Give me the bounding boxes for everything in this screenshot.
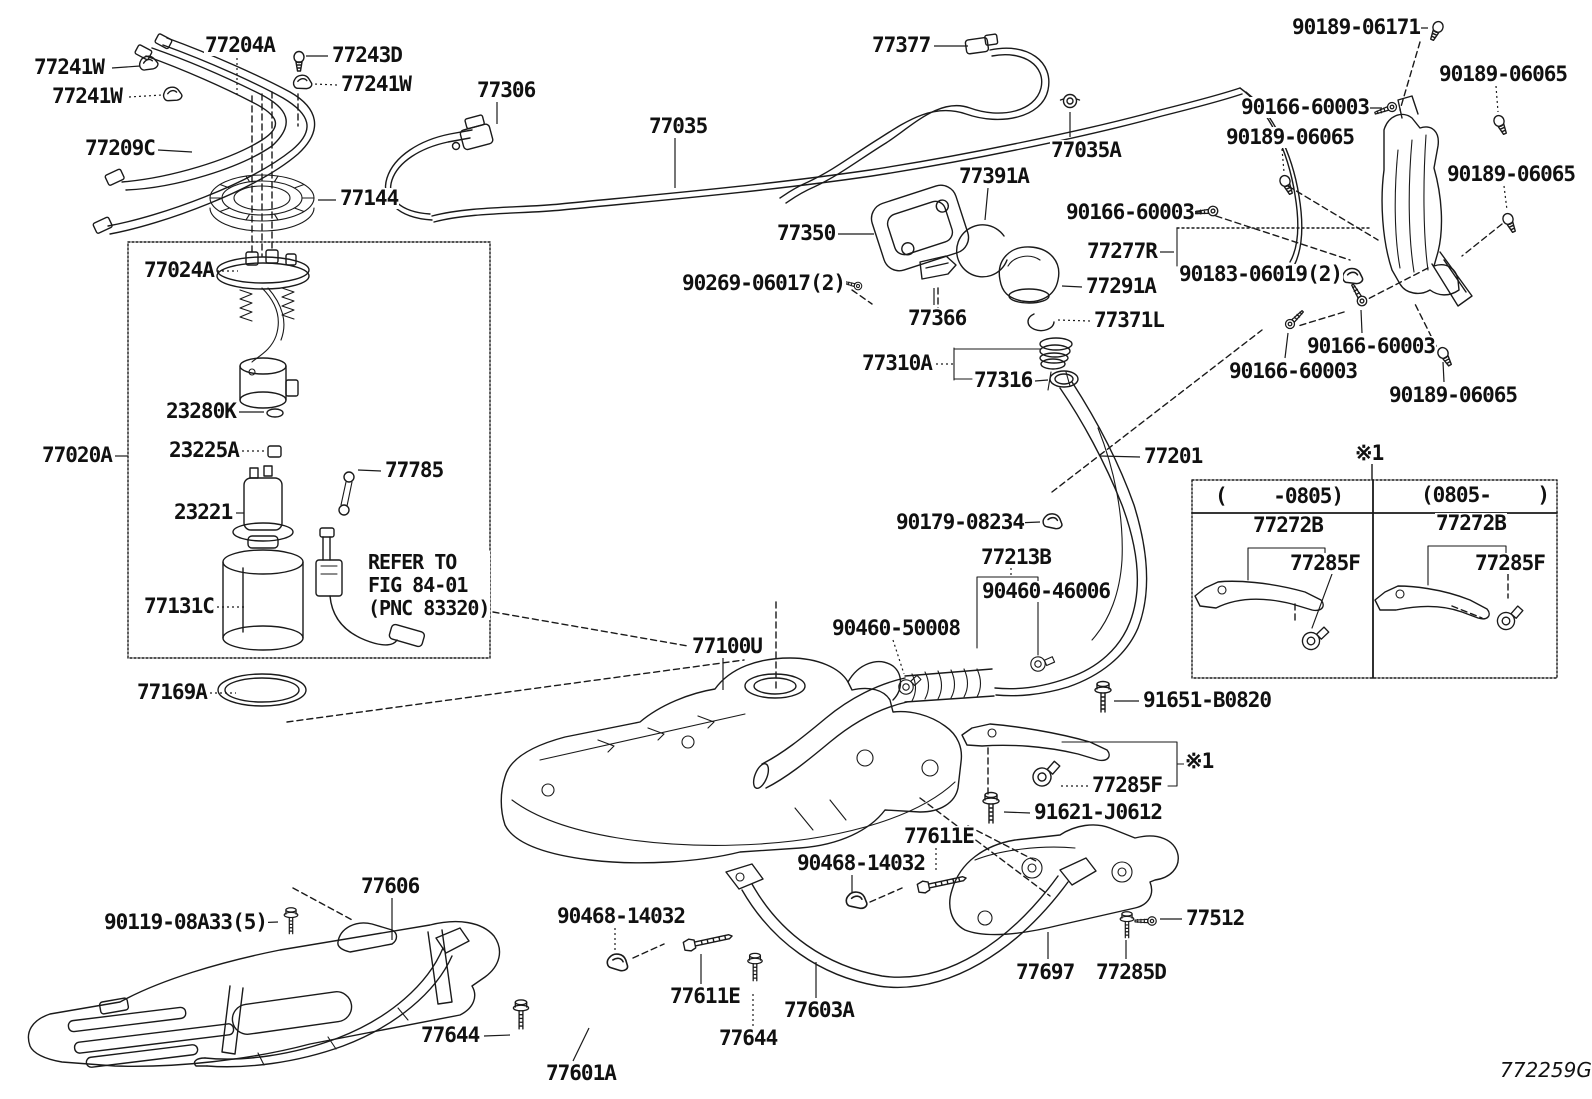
part-label: 91651-B0820 — [1142, 688, 1272, 712]
part-label: 23221 — [173, 500, 233, 524]
filler-parts-artwork — [870, 184, 1079, 388]
part-label: 90166-60003 — [1306, 334, 1436, 358]
construction-dashes — [251, 41, 1509, 959]
main-tube-artwork — [384, 33, 1303, 267]
part-label: 91621-J0612 — [1033, 800, 1163, 824]
part-label: 77285F — [1091, 773, 1163, 797]
part-label: 77697 — [1015, 960, 1075, 984]
part-label: 90183-06019(2) — [1178, 262, 1343, 286]
part-label: 77243D — [331, 43, 403, 67]
pump-module-artwork — [127, 241, 491, 707]
part-label: 90189-06171 — [1291, 15, 1421, 39]
table-header-left: ( -0805) — [1214, 484, 1344, 508]
part-label: 77316 — [973, 368, 1033, 392]
part-label: 90189-06065 — [1388, 383, 1518, 407]
part-label: 90460-50008 — [831, 616, 961, 640]
part-label: 77035 — [648, 114, 708, 138]
part-label: 90166-60003 — [1228, 359, 1358, 383]
part-label: 77601A — [545, 1061, 617, 1085]
fuel-tube-artwork — [92, 33, 316, 235]
straps-artwork — [193, 824, 1179, 1068]
variant-table — [1191, 463, 1558, 679]
part-label: 90179-08234 — [895, 510, 1025, 534]
table-part-label: 77285F — [1289, 551, 1361, 575]
part-label: 90468-14032 — [796, 851, 926, 875]
table-header-right: (0805- ) — [1420, 483, 1550, 507]
part-label: 77611E — [903, 824, 975, 848]
part-label: 90269-06017(2) — [681, 271, 846, 295]
part-label: 77209C — [84, 136, 156, 160]
shield-artwork — [1381, 95, 1473, 307]
table-part-label: 77272B — [1252, 513, 1324, 537]
filler-pipe-artwork — [752, 371, 1148, 789]
part-label: 77350 — [776, 221, 836, 245]
part-label: 77371L — [1093, 308, 1165, 332]
part-label: 90189-06065 — [1446, 162, 1576, 186]
part-label: 90189-06065 — [1225, 125, 1355, 149]
part-label: 77020A — [41, 443, 113, 467]
part-label: 77512 — [1185, 906, 1245, 930]
part-label: 77035A — [1050, 138, 1122, 162]
part-label: 90166-60003 — [1240, 95, 1370, 119]
part-label: 77603A — [783, 998, 855, 1022]
connector-lines — [953, 227, 1185, 787]
part-label: 77377 — [871, 33, 931, 57]
part-label: 77100U — [691, 634, 763, 658]
part-label: 77611E — [669, 984, 741, 1008]
table-part-label: 77272B — [1435, 511, 1507, 535]
part-label: 77169A — [136, 680, 208, 704]
part-label: 77285D — [1095, 960, 1167, 984]
part-label: 77241W — [51, 84, 123, 108]
part-label: 23225A — [168, 438, 240, 462]
part-label: 77241W — [340, 72, 412, 96]
part-label: 77131C — [143, 594, 215, 618]
inline-marker: ※1 — [1184, 749, 1214, 773]
part-label: 77277R — [1086, 239, 1158, 263]
figure-code: 772259G — [1499, 1058, 1592, 1082]
part-label: 77204A — [204, 33, 276, 57]
part-label: 90468-14032 — [556, 904, 686, 928]
part-label: 90166-60003 — [1065, 200, 1195, 224]
part-label: 77644 — [718, 1026, 778, 1050]
part-label: 77366 — [907, 306, 967, 330]
table-part-label: 77285F — [1474, 551, 1546, 575]
part-label: 90460-46006 — [981, 579, 1111, 603]
tank-artwork — [500, 657, 1110, 864]
part-label: 77606 — [360, 874, 420, 898]
part-label: 77306 — [476, 78, 536, 102]
part-label: 77291A — [1085, 274, 1157, 298]
part-label: 77144 — [339, 186, 399, 210]
refer-note: REFER TO FIG 84-01 (PNC 83320) — [367, 550, 490, 620]
part-label: 23280K — [165, 399, 237, 423]
part-label: 90119-08A33(5) — [103, 910, 268, 934]
part-label: 77024A — [143, 258, 215, 282]
part-label: 77241W — [33, 55, 105, 79]
part-label: 77644 — [420, 1023, 480, 1047]
part-label: 90189-06065 — [1438, 62, 1568, 86]
part-label: 77391A — [958, 164, 1030, 188]
part-label: 77785 — [384, 458, 444, 482]
subtank-artwork — [27, 920, 501, 1068]
part-label: 77213B — [980, 545, 1052, 569]
part-label: 77310A — [861, 351, 933, 375]
part-label: 77201 — [1143, 444, 1203, 468]
table-marker: ※1 — [1354, 441, 1384, 465]
